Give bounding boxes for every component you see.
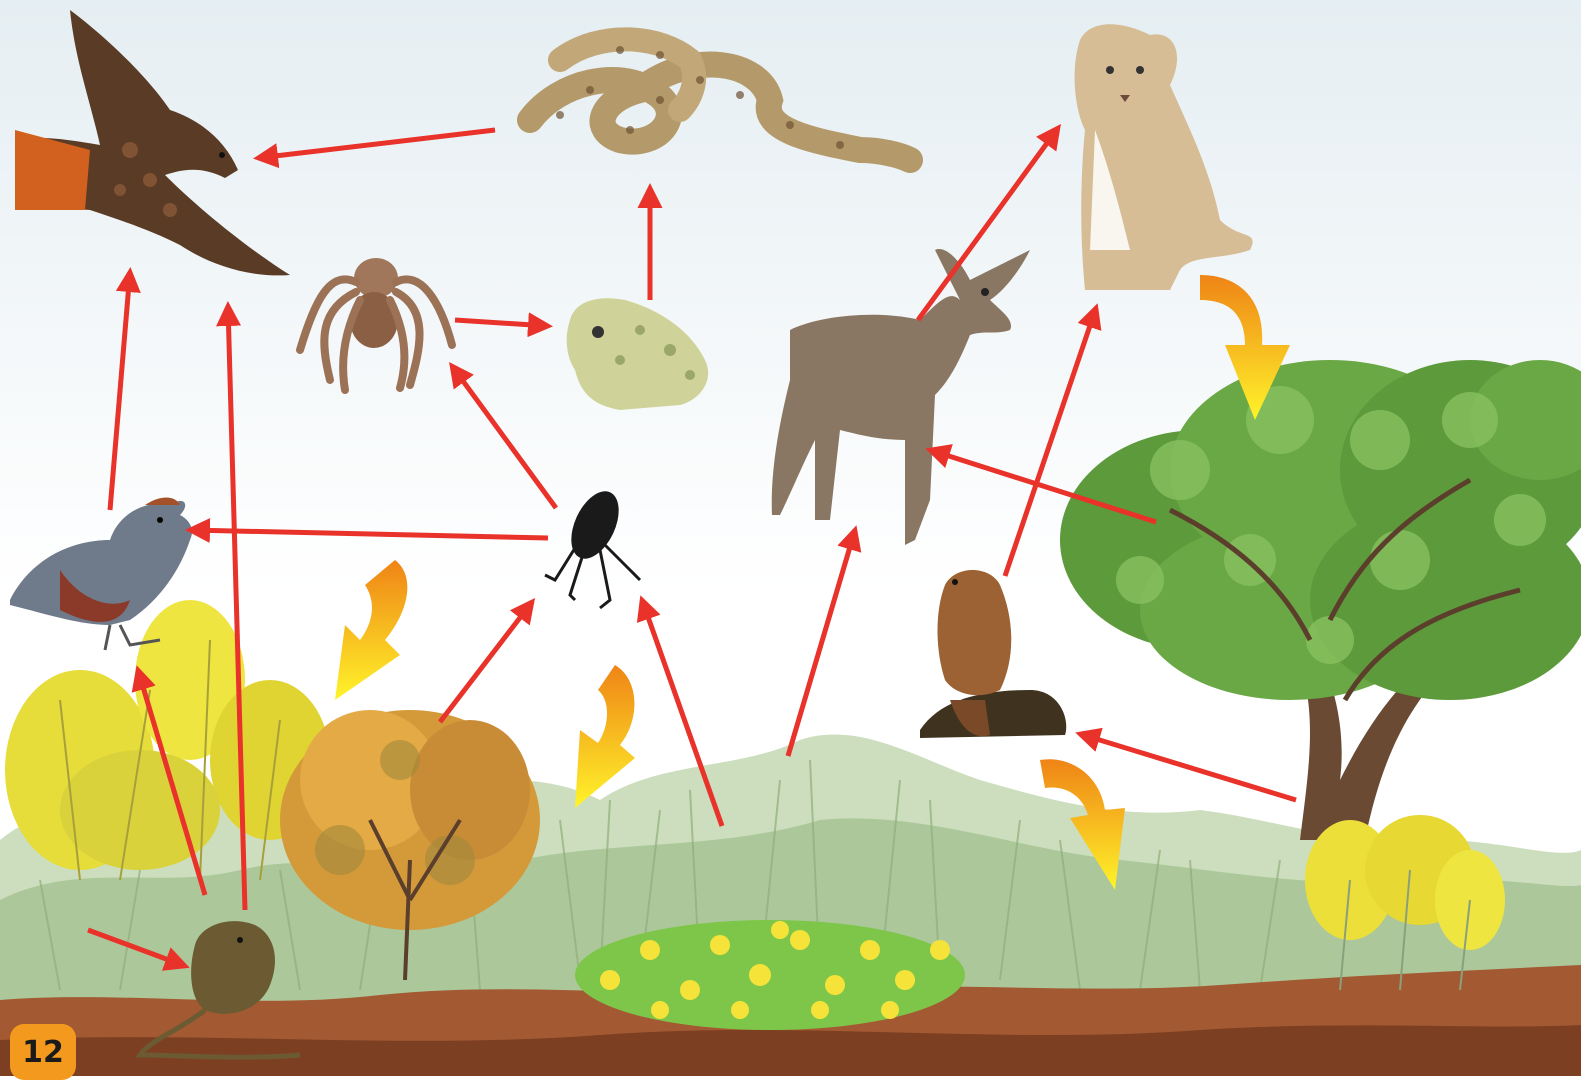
page-number-badge: 12 [10, 1024, 76, 1080]
page-number: 12 [22, 1035, 64, 1070]
flower-patch-icon [575, 920, 965, 1030]
